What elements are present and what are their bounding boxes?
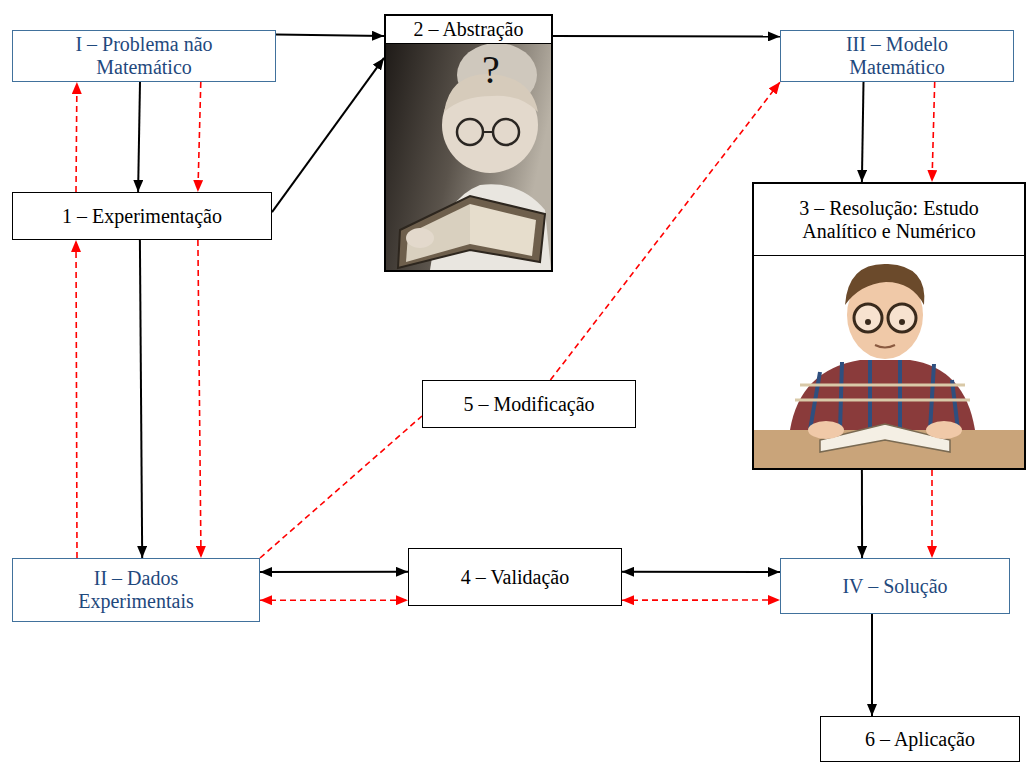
glasses-bridge: [483, 131, 493, 133]
eye: [899, 319, 905, 325]
book-page: [406, 204, 470, 262]
dashed-arrow: [550, 82, 780, 380]
child-hand: [406, 228, 434, 248]
modification-box: 5 – Modificação: [422, 380, 636, 428]
book: [398, 196, 545, 268]
man-hair: [845, 264, 924, 305]
shirt-stripes: [795, 385, 970, 400]
box-header: 2 – Abstração: [386, 16, 551, 44]
question-mark: ?: [482, 50, 500, 90]
dashed-arrow: [76, 240, 77, 558]
problem-box: I – Problema não Matemático: [12, 30, 276, 82]
application-box: 6 – Aplicação: [820, 716, 1020, 762]
solid-arrow: [861, 470, 863, 558]
book-page: [470, 204, 536, 256]
box-header: 3 – Resolução: Estudo Analítico e Numéri…: [754, 184, 1024, 256]
glasses-lens: [457, 119, 483, 145]
box-text: 3 – Resolução: Estudo Analítico e Numéri…: [764, 197, 1014, 243]
box-text: I – Problema não Matemático: [37, 33, 251, 79]
shirt-stripes: [810, 360, 958, 430]
dashed-arrow: [260, 416, 422, 558]
validation-box: 4 – Validação: [408, 548, 622, 606]
resolution-box: 3 – Resolução: Estudo Analítico e Numéri…: [752, 182, 1026, 470]
solid-arrow: [871, 614, 873, 716]
photo-ground: [386, 43, 551, 270]
man-hand: [808, 421, 844, 439]
dashed-arrow: [931, 470, 933, 558]
eye: [865, 319, 871, 325]
dashed-arrow: [198, 82, 201, 192]
box-text: 5 – Modificação: [463, 393, 594, 416]
mouth: [875, 345, 895, 348]
dashed-arrow: [260, 599, 408, 601]
solid-arrow: [140, 240, 142, 558]
solid-arrow: [260, 571, 408, 573]
glasses-lens: [854, 304, 882, 332]
data-box: II – Dados Experimentais: [12, 558, 260, 622]
dashed-arrow: [198, 240, 201, 558]
abstraction-box: 2 – Abstração: [384, 14, 553, 272]
model-box: III – Modelo Matemático: [780, 30, 1014, 82]
box-text: 2 – Abstração: [414, 18, 524, 41]
dashed-arrow: [622, 599, 780, 601]
solid-arrow: [276, 34, 384, 36]
box-text: 1 – Experimentação: [62, 205, 222, 228]
solid-arrow: [138, 82, 140, 192]
experiment-box: 1 – Experimentação: [12, 192, 272, 240]
box-text: 4 – Validação: [461, 566, 570, 589]
dashed-arrow: [932, 82, 935, 182]
glasses-lens: [493, 119, 519, 145]
man-hand: [926, 421, 962, 439]
box-text: II – Dados Experimentais: [37, 567, 235, 613]
box-text: IV – Solução: [842, 575, 947, 598]
solution-box: IV – Solução: [780, 558, 1010, 614]
solid-arrow: [553, 35, 780, 38]
photo-ground: [753, 256, 1025, 468]
plaid-shirt: [790, 360, 975, 430]
box-text: 6 – Aplicação: [865, 728, 975, 751]
solid-arrow: [272, 58, 384, 212]
man-reading-photo: [753, 256, 1025, 468]
solid-arrow: [622, 571, 780, 573]
dashed-arrow: [75, 82, 78, 192]
solid-arrow: [862, 82, 864, 182]
glasses-lens: [888, 304, 916, 332]
box-text: III – Modelo Matemático: [805, 33, 989, 79]
child-reading-photo: [386, 43, 551, 270]
